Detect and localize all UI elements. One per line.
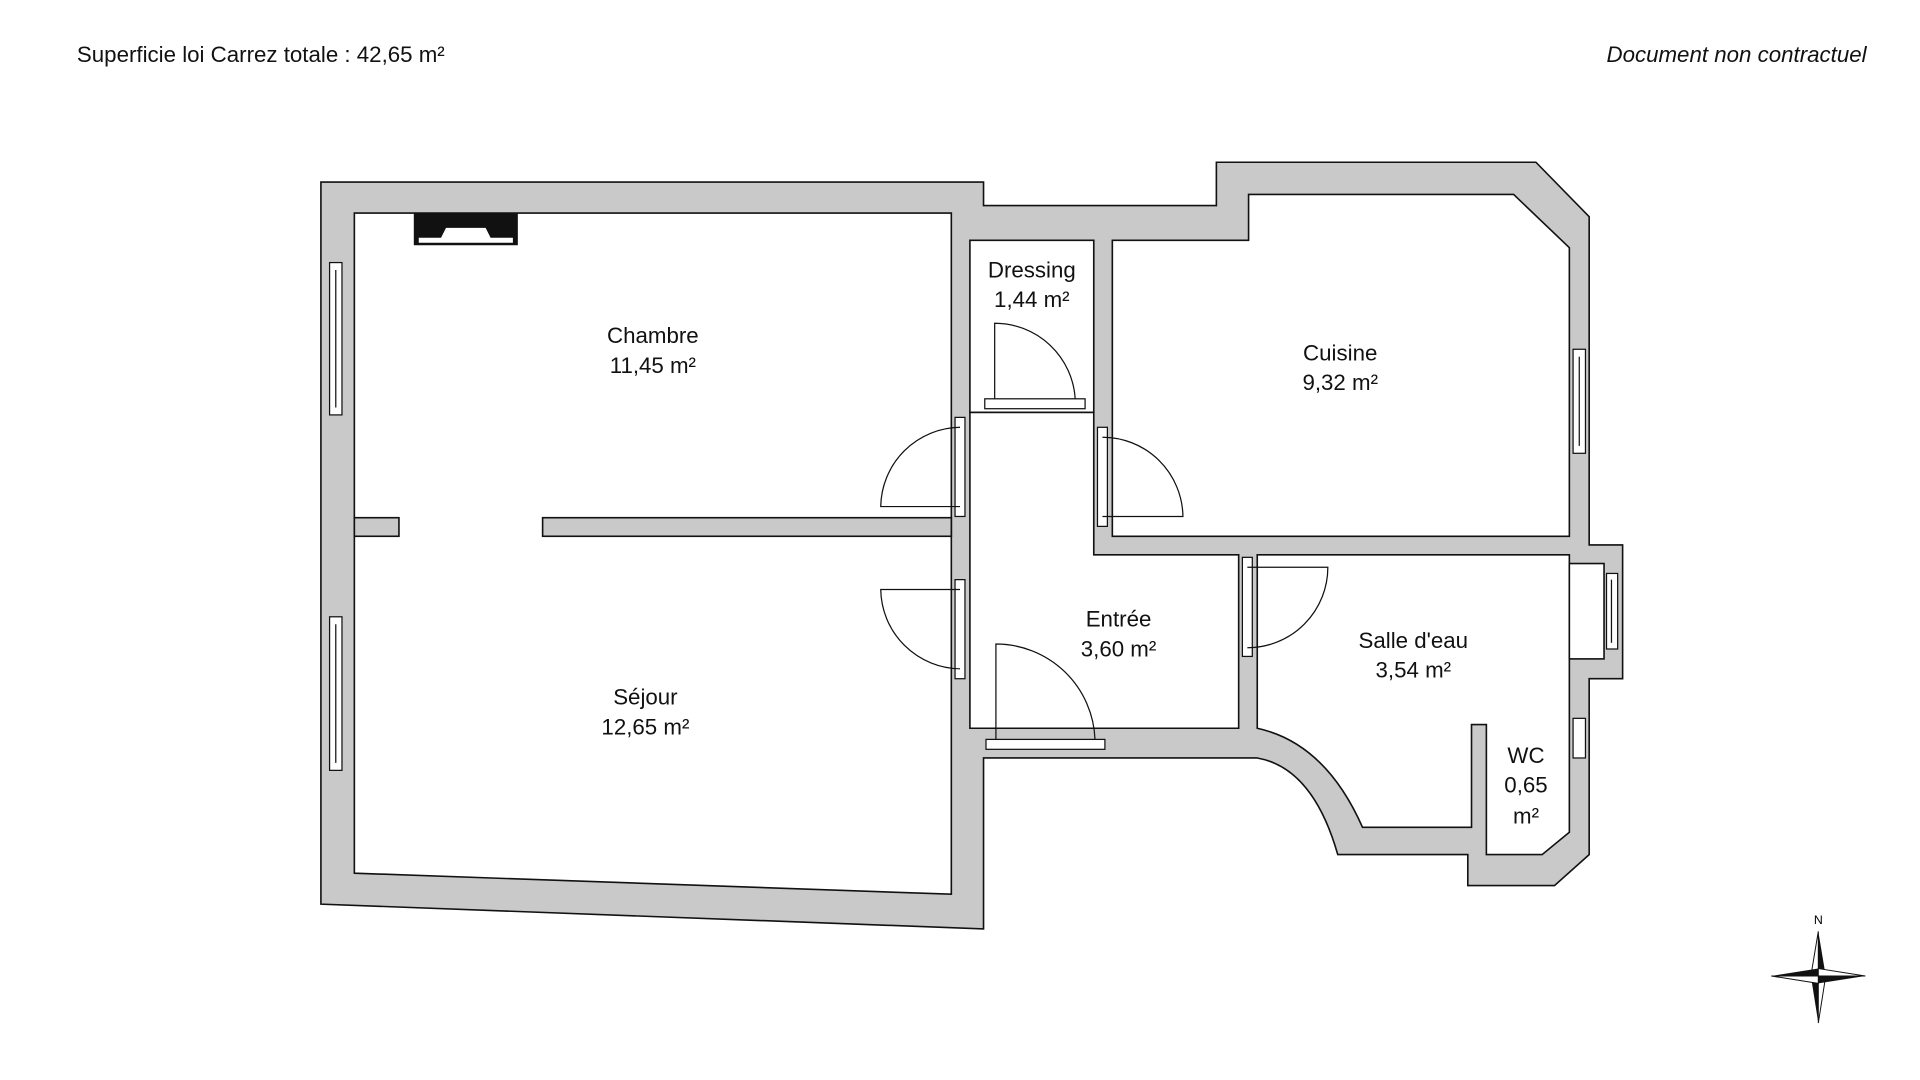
room-name: Chambre (607, 323, 699, 348)
windows (328, 261, 1619, 771)
room-area: 1,44 m² (994, 287, 1070, 312)
room-salle-deau (1256, 554, 1571, 856)
room-name: Dressing (988, 257, 1076, 282)
window-bay (1568, 562, 1605, 660)
room-area: 0,65 (1504, 773, 1547, 798)
room-area: 9,32 m² (1302, 370, 1378, 395)
doors (880, 322, 1329, 750)
partition-stub (353, 516, 400, 538)
room-entree (969, 411, 1240, 730)
room-name: Cuisine (1303, 340, 1377, 365)
room-area: 12,65 m² (601, 714, 689, 739)
room-name: Séjour (613, 685, 678, 710)
room-area-unit: m² (1513, 804, 1539, 829)
partition-chambre-sejour (541, 516, 953, 538)
room-cuisine (1111, 193, 1571, 538)
room-name: Entrée (1086, 607, 1152, 632)
fireplace-hearth (418, 227, 513, 243)
room-area: 3,54 m² (1376, 657, 1452, 682)
room-area: 3,60 m² (1081, 636, 1157, 661)
disclaimer-label: Document non contractuel (1606, 42, 1867, 67)
compass-north-label: N (1814, 913, 1823, 927)
room-name: Salle d'eau (1359, 628, 1469, 653)
room-name: WC (1507, 743, 1544, 768)
room-chambre-sejour (353, 212, 953, 896)
total-area-label: Superficie loi Carrez totale : 42,65 m² (77, 42, 445, 67)
room-area: 11,45 m² (610, 353, 696, 378)
compass-icon: N (1771, 913, 1866, 1024)
